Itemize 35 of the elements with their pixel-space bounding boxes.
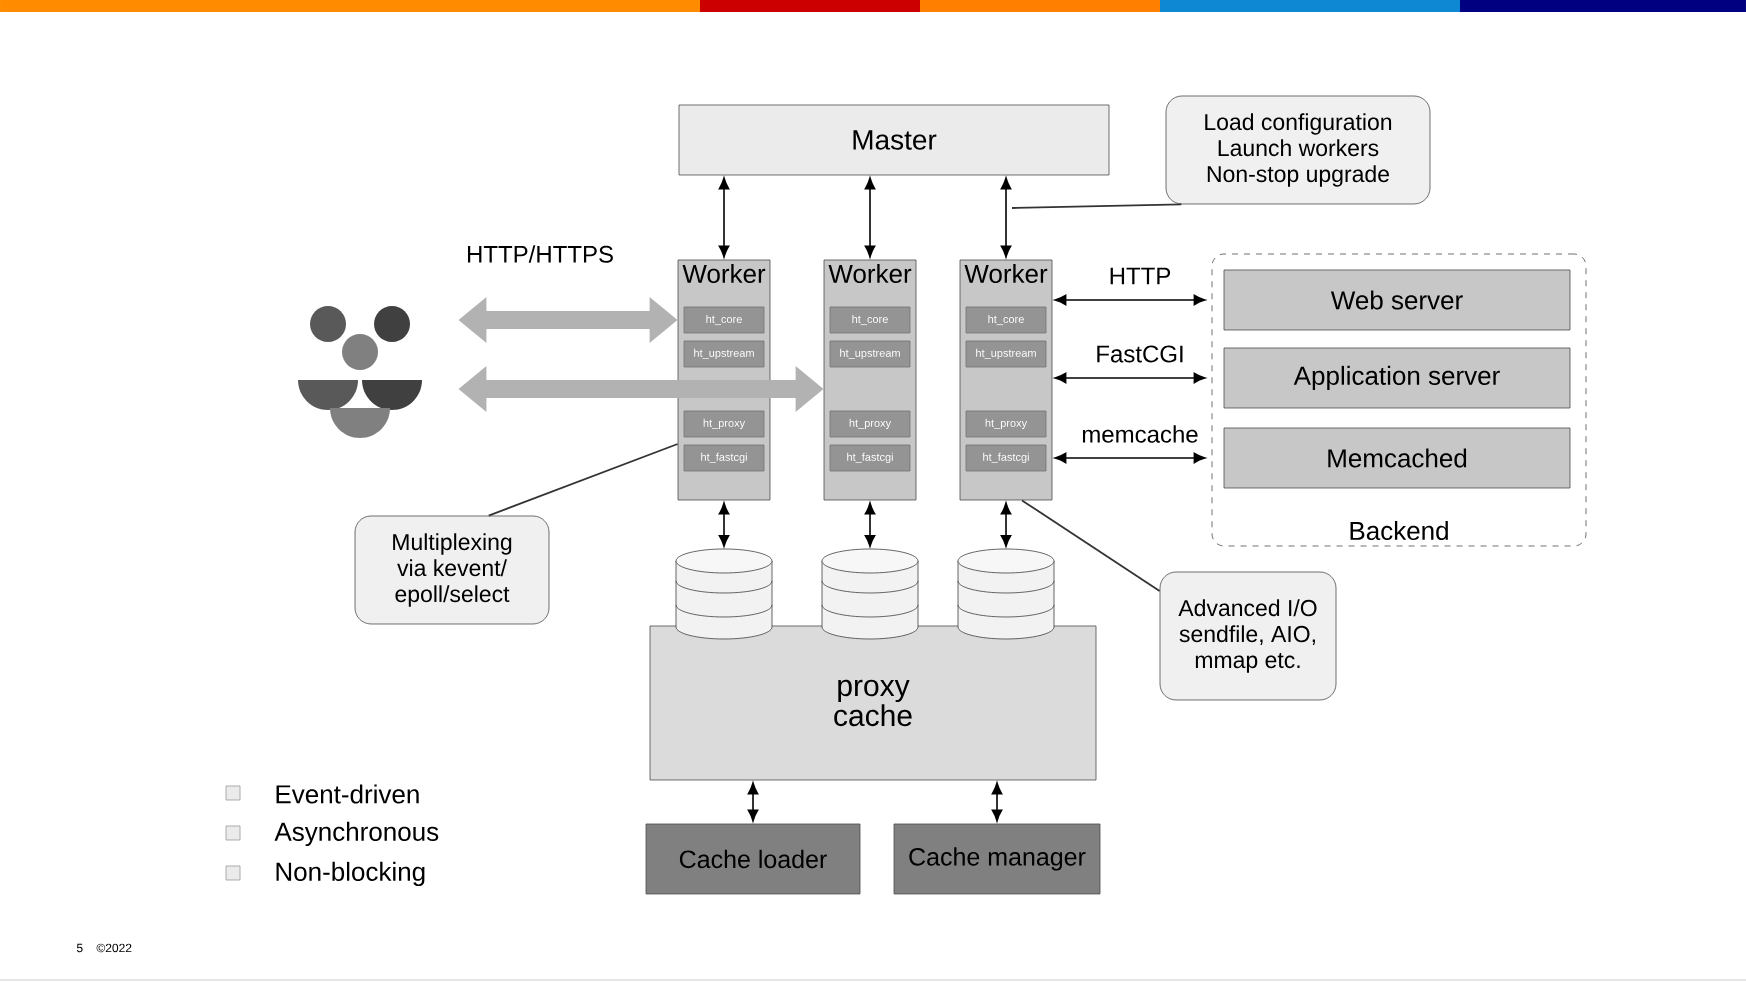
- bullet-text: Event-driven: [276, 784, 419, 804]
- arrow: [747, 782, 759, 822]
- users-icon: [298, 306, 422, 438]
- edge-label: FastCGI: [1093, 343, 1187, 365]
- cache-process-box: Cache manager: [893, 823, 1101, 895]
- arrow: [1054, 452, 1206, 464]
- edge-label: memcache: [1079, 423, 1201, 445]
- callout-box: Load configuration Launch workers Non-stop upgrade: [1165, 95, 1431, 205]
- leader-line: [487, 443, 679, 517]
- arrow: [718, 177, 730, 258]
- callout-box: Advanced I/O sendfile, AIO, mmap etc.: [1159, 571, 1337, 701]
- arrow: [1054, 294, 1206, 306]
- bullet-text: Non-blocking: [276, 861, 425, 887]
- proxy-cache-box: proxy cache: [649, 625, 1097, 781]
- callout-box: Multiplexing via kevent/ epoll/select: [354, 515, 550, 625]
- cache-cylinder: [957, 548, 1055, 640]
- arrow: [1000, 177, 1012, 258]
- arrow: [864, 177, 876, 258]
- arrow: [1054, 372, 1206, 384]
- edge-label: HTTP/HTTPS: [464, 243, 616, 265]
- bullet-text: Asynchronous: [274, 821, 439, 847]
- cache-cylinder: [675, 548, 773, 640]
- leader-line: [1021, 499, 1161, 592]
- server-box: Application server: [1223, 347, 1571, 409]
- server-box: Memcached: [1223, 427, 1571, 489]
- arrow: [864, 502, 876, 547]
- cache-process-box: Cache loader: [645, 823, 861, 895]
- arrow: [1000, 502, 1012, 547]
- cache-cylinder: [821, 548, 919, 640]
- arrow: [718, 502, 730, 547]
- edge-label: HTTP: [1106, 265, 1174, 287]
- master-box: Master: [678, 104, 1110, 176]
- arrow: [991, 782, 1003, 822]
- leader-line: [1011, 203, 1183, 209]
- server-box: Web server: [1223, 269, 1571, 331]
